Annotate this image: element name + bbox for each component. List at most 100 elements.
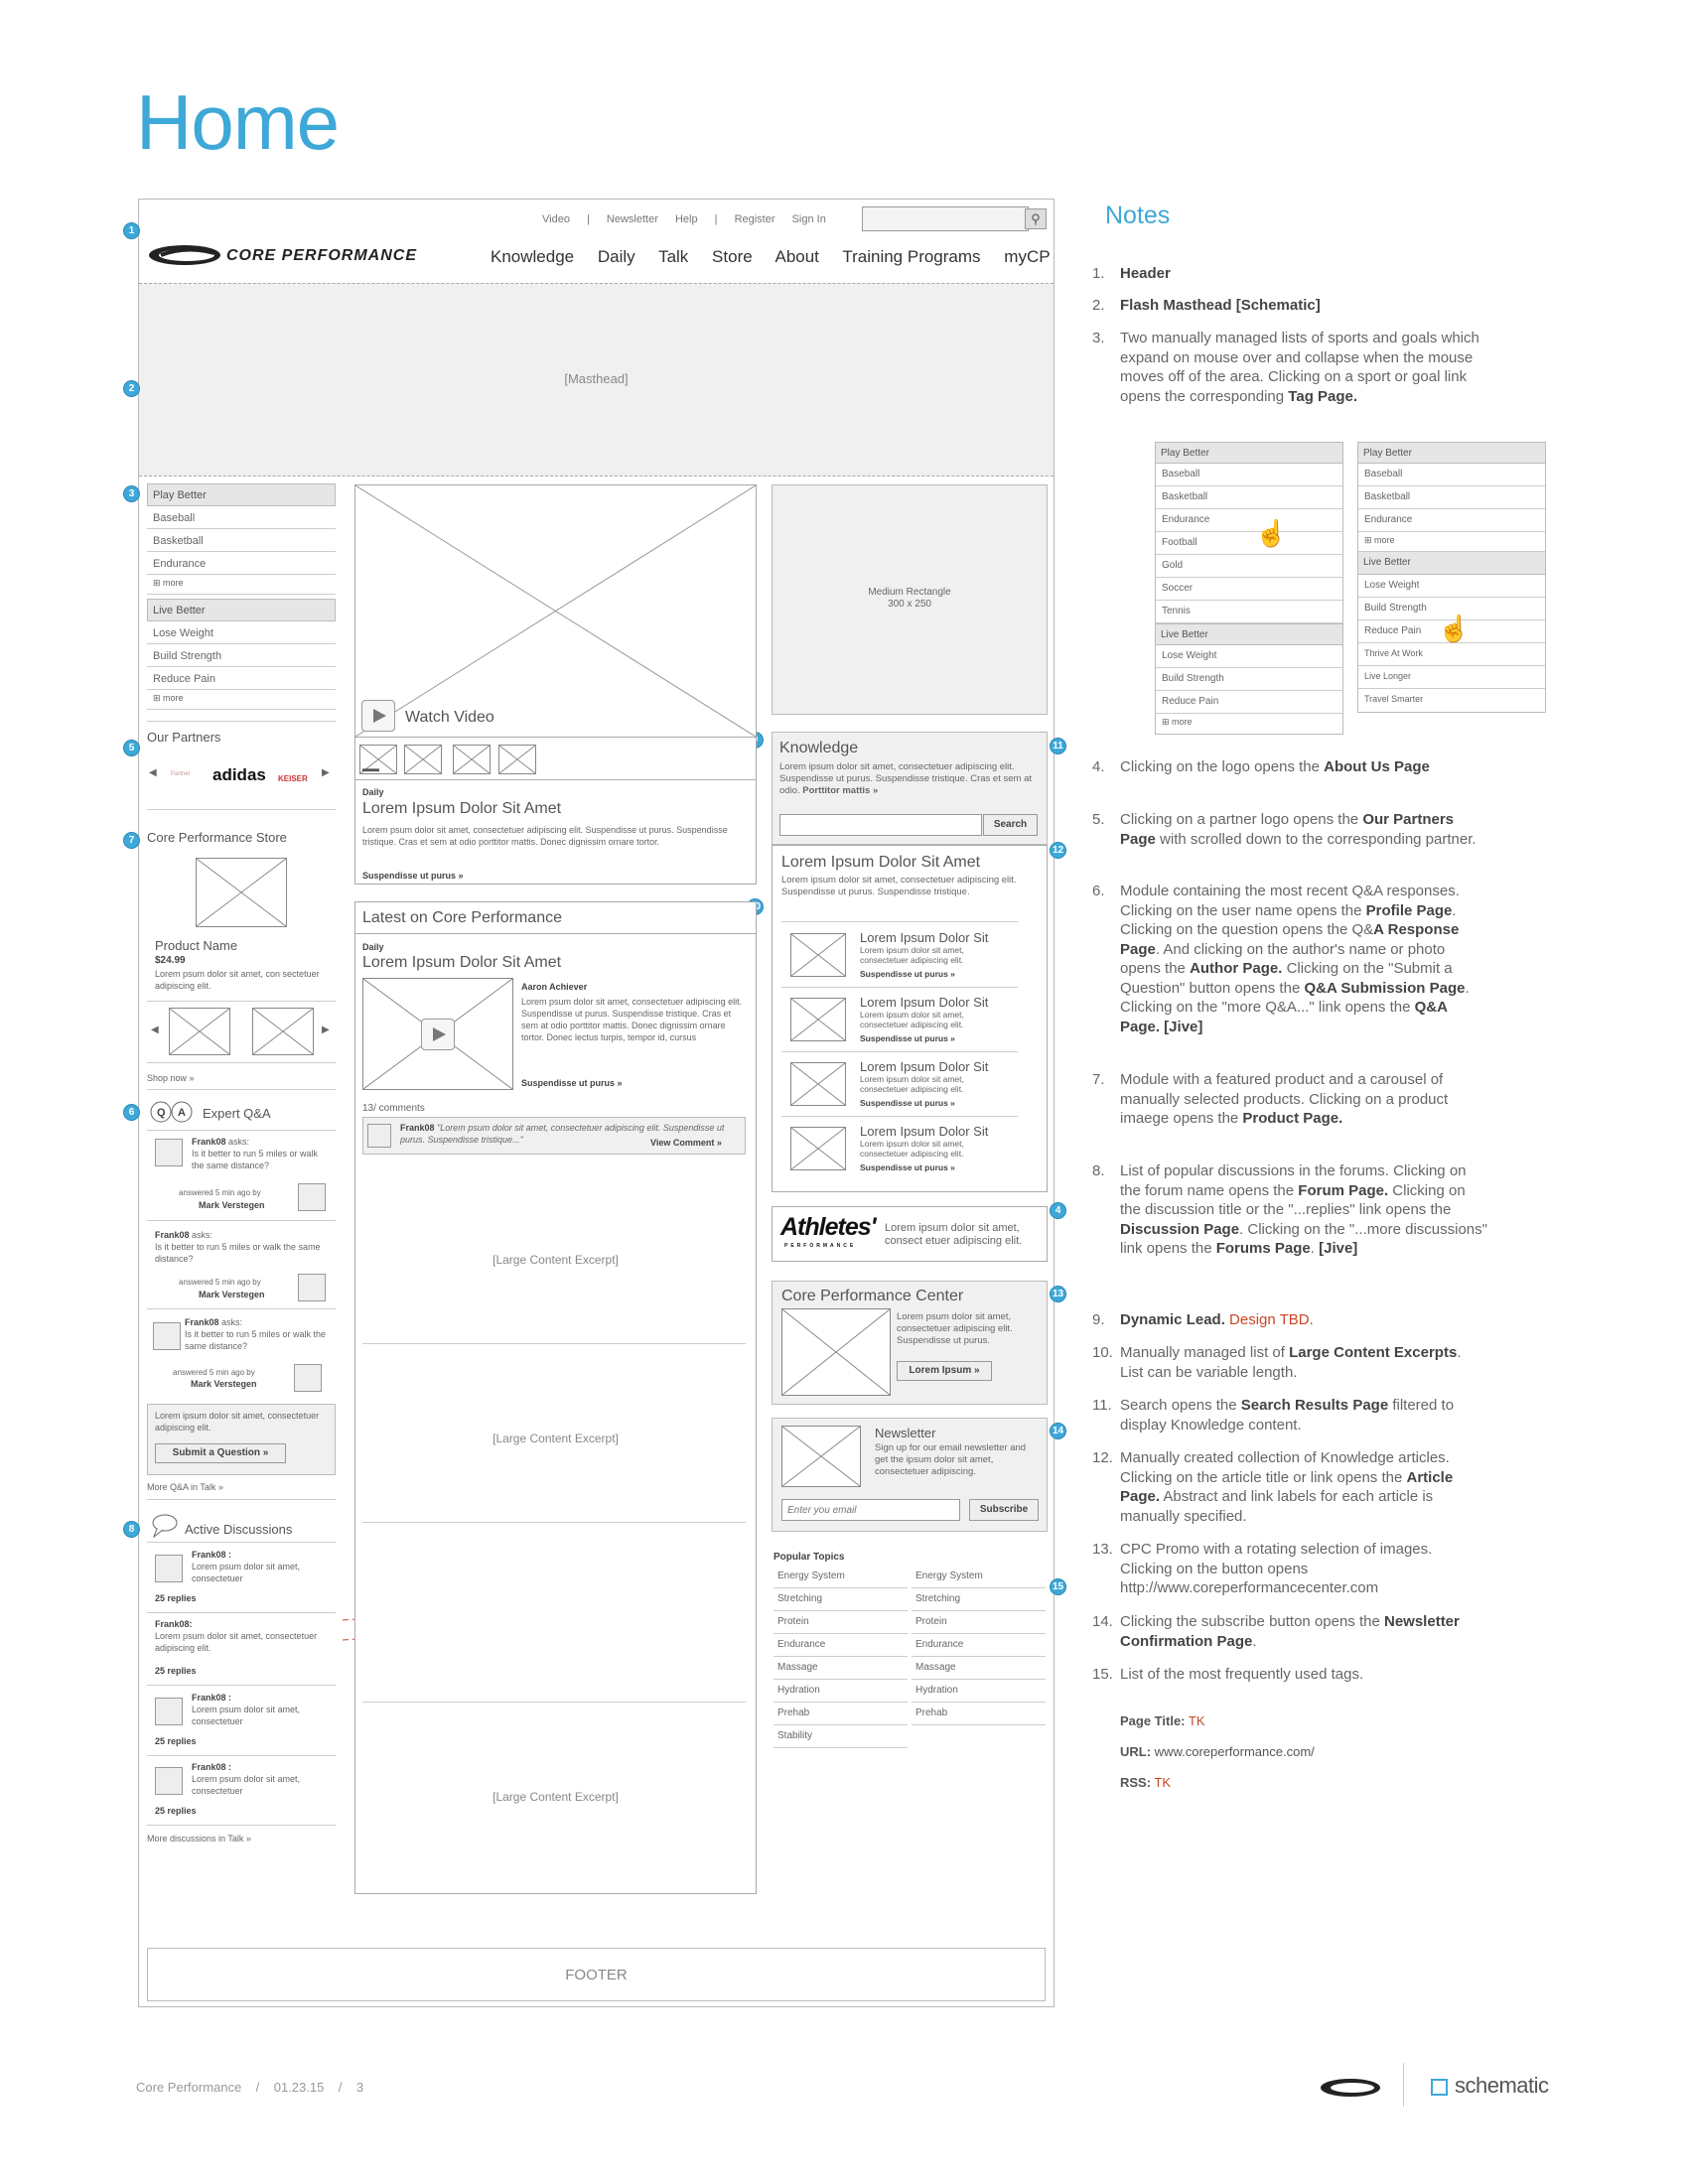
more-discussions-link[interactable]: More discussions in Talk » — [147, 1834, 251, 1843]
qa-question[interactable]: Is it better to run 5 miles or walk the … — [155, 1242, 321, 1264]
qa-question[interactable]: Is it better to run 5 miles or walk the … — [185, 1329, 327, 1351]
nav-training-programs[interactable]: Training Programs — [842, 247, 981, 266]
carousel-prev-icon[interactable]: ◀ — [149, 767, 157, 778]
menu-item-endurance[interactable]: Endurance — [147, 552, 336, 575]
qa-user[interactable]: Frank08 — [155, 1230, 190, 1240]
avatar[interactable] — [153, 1322, 181, 1350]
submit-question-button[interactable]: Submit a Question » — [155, 1443, 286, 1463]
partner-logo-keiser[interactable]: KEISER — [278, 774, 308, 783]
menu-item-basketball[interactable]: Basketball — [147, 529, 336, 552]
qa-expert[interactable]: Mark Verstegen — [199, 1290, 265, 1299]
video-thumb-3[interactable] — [453, 745, 491, 774]
topic-link[interactable]: Stability — [774, 1725, 908, 1748]
email-field[interactable] — [781, 1499, 960, 1521]
link-newsletter[interactable]: Newsletter — [606, 213, 658, 225]
replies-link[interactable]: 25 replies — [155, 1736, 197, 1746]
expert-avatar[interactable] — [294, 1364, 322, 1392]
play-better-header[interactable]: Play Better — [147, 483, 336, 506]
qa-expert[interactable]: Mark Verstegen — [199, 1200, 265, 1210]
large-excerpt-3[interactable]: [Large Content Excerpt] — [492, 1790, 619, 1804]
product-carousel-prev-icon[interactable]: ◀ — [151, 1024, 159, 1035]
nav-talk[interactable]: Talk — [658, 247, 689, 266]
cpc-image[interactable] — [781, 1308, 891, 1396]
article-thumb[interactable] — [790, 1127, 846, 1170]
nav-store[interactable]: Store — [712, 247, 753, 266]
watch-video-label[interactable]: Watch Video — [405, 709, 494, 726]
article-link[interactable]: Suspendisse ut purus » — [860, 1098, 955, 1108]
topic-link[interactable]: Energy System — [774, 1566, 908, 1588]
qa-expert[interactable]: Mark Verstegen — [191, 1379, 257, 1389]
live-better-more[interactable]: ⊞ more — [147, 690, 336, 710]
product-image[interactable] — [196, 858, 287, 927]
expert-avatar[interactable] — [298, 1274, 326, 1301]
lead-link[interactable]: Suspendisse ut purus » — [362, 871, 464, 881]
shop-now-link[interactable]: Shop now » — [147, 1073, 195, 1083]
link-video[interactable]: Video — [542, 213, 570, 225]
menu-item-reduce-pain[interactable]: Reduce Pain — [147, 667, 336, 690]
ad-medium-rectangle[interactable] — [772, 484, 1048, 715]
topic-link[interactable]: Energy System — [912, 1566, 1046, 1588]
article-title[interactable]: Lorem Ipsum Dolor Sit — [860, 1059, 989, 1074]
athletes-performance-module[interactable] — [772, 1206, 1048, 1262]
menu-item-build-strength[interactable]: Build Strength — [147, 644, 336, 667]
link-register[interactable]: Register — [734, 213, 775, 225]
live-better-header[interactable]: Live Better — [147, 599, 336, 621]
topic-link[interactable]: Protein — [912, 1611, 1046, 1634]
topic-link[interactable]: Prehab — [774, 1703, 908, 1725]
replies-link[interactable]: 25 replies — [155, 1593, 197, 1603]
link-sign-in[interactable]: Sign In — [791, 213, 826, 225]
view-comment-link[interactable]: View Comment » — [650, 1138, 722, 1148]
knowledge-search-button[interactable]: Search — [983, 814, 1038, 836]
large-excerpt-2[interactable]: [Large Content Excerpt] — [492, 1432, 619, 1445]
video-thumb-4[interactable] — [498, 745, 536, 774]
nav-knowledge[interactable]: Knowledge — [491, 247, 575, 266]
article-title[interactable]: Lorem Ipsum Dolor Sit — [860, 1124, 989, 1139]
topic-link[interactable]: Massage — [912, 1657, 1046, 1680]
discussion-user[interactable]: Frank08: — [155, 1619, 193, 1629]
article-thumb[interactable] — [790, 933, 846, 977]
play-icon[interactable] — [361, 700, 395, 732]
menu-item-lose-weight[interactable]: Lose Weight — [147, 621, 336, 644]
play-icon[interactable] — [421, 1019, 455, 1050]
avatar[interactable] — [155, 1767, 183, 1795]
article-thumb[interactable] — [790, 1062, 846, 1106]
replies-link[interactable]: 25 replies — [155, 1806, 197, 1816]
subscribe-button[interactable]: Subscribe — [969, 1499, 1039, 1521]
qa-user[interactable]: Frank08 — [185, 1317, 219, 1327]
article-title[interactable]: Lorem Ipsum Dolor Sit — [860, 930, 989, 945]
nav-about[interactable]: About — [774, 247, 819, 266]
core-performance-logo[interactable]: CORE PERFORMANCE — [147, 241, 450, 269]
topic-link[interactable]: Hydration — [912, 1680, 1046, 1703]
nav-mycp[interactable]: myCP — [1004, 247, 1051, 266]
latest-headline[interactable]: Lorem Ipsum Dolor Sit Amet — [362, 954, 562, 971]
video-thumb-1[interactable] — [359, 745, 397, 774]
latest-author[interactable]: Aaron Achiever — [521, 982, 588, 992]
topic-link[interactable]: Endurance — [774, 1634, 908, 1657]
large-excerpt-1[interactable]: [Large Content Excerpt] — [492, 1253, 619, 1267]
qa-user[interactable]: Frank08 — [192, 1137, 226, 1147]
product-carousel-next-icon[interactable]: ▶ — [322, 1024, 330, 1035]
expert-avatar[interactable] — [298, 1183, 326, 1211]
article-link[interactable]: Suspendisse ut purus » — [860, 969, 955, 979]
articles-headline[interactable]: Lorem Ipsum Dolor Sit Amet — [781, 854, 981, 871]
qa-question[interactable]: Is it better to run 5 miles or walk the … — [192, 1149, 319, 1170]
more-qa-link[interactable]: More Q&A in Talk » — [147, 1482, 223, 1492]
header-search-input[interactable] — [862, 206, 1029, 231]
link-help[interactable]: Help — [674, 213, 698, 225]
topic-link[interactable]: Stretching — [774, 1588, 908, 1611]
lead-video-area[interactable] — [355, 485, 756, 738]
comment-user[interactable]: Frank08 — [400, 1123, 435, 1133]
article-link[interactable]: Suspendisse ut purus » — [860, 1033, 955, 1043]
topic-link[interactable]: Prehab — [912, 1703, 1046, 1725]
discussion-title[interactable]: Lorem psum dolor sit amet, consectetuer — [192, 1705, 301, 1726]
discussion-title[interactable]: Lorem psum dolor sit amet, consectetuer … — [155, 1631, 318, 1653]
nav-daily[interactable]: Daily — [597, 247, 635, 266]
comment-count[interactable]: 13/ comments — [362, 1103, 425, 1114]
avatar[interactable] — [155, 1555, 183, 1582]
knowledge-search-input[interactable] — [779, 814, 982, 836]
replies-link[interactable]: 25 replies — [155, 1666, 197, 1676]
discussion-user[interactable]: Frank08 : — [192, 1693, 232, 1703]
play-better-more[interactable]: ⊞ more — [147, 575, 336, 595]
discussion-title[interactable]: Lorem psum dolor sit amet, consectetuer — [192, 1562, 301, 1583]
article-link[interactable]: Suspendisse ut purus » — [860, 1162, 955, 1172]
